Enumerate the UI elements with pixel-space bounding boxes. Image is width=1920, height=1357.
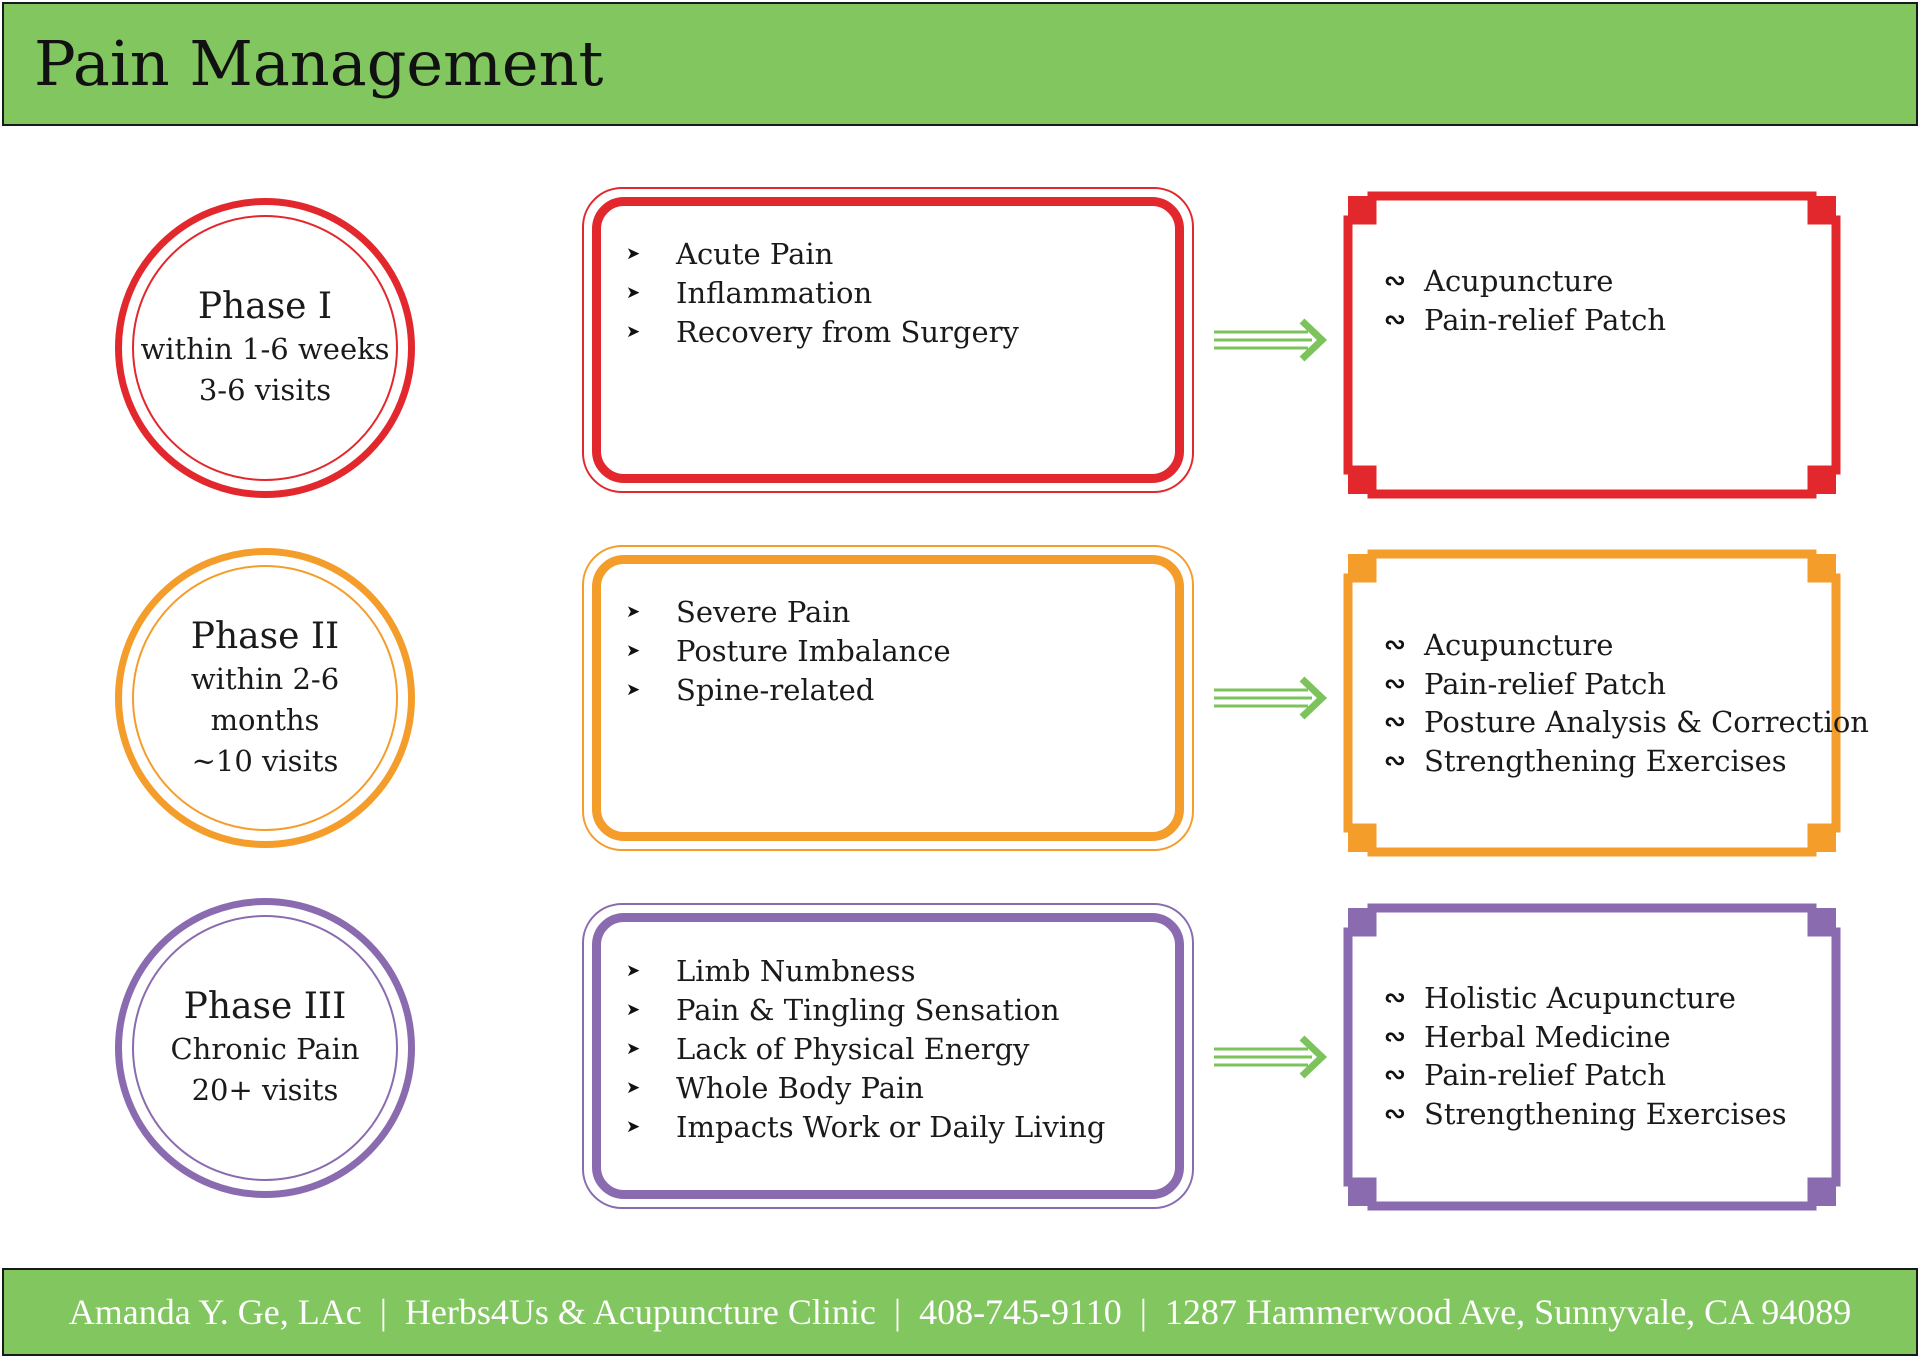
chevron-right-icon: ➤ bbox=[626, 641, 641, 661]
list-item: ∾Pain-relief Patch bbox=[1384, 1056, 1787, 1095]
list-item: ➤Recovery from Surgery bbox=[626, 313, 1019, 352]
list-item: ∾Acupuncture bbox=[1384, 626, 1869, 665]
list-item: ➤Posture Imbalance bbox=[626, 632, 951, 671]
conditions-list: ➤Severe Pain ➤Posture Imbalance ➤Spine-r… bbox=[626, 593, 951, 710]
phase-duration: within 1-6 weeks bbox=[140, 332, 390, 366]
swirl-icon: ∾ bbox=[1384, 304, 1406, 335]
page-title: Pain Management bbox=[34, 27, 604, 100]
list-item: ➤Whole Body Pain bbox=[626, 1069, 1105, 1108]
chevron-right-icon: ➤ bbox=[626, 1000, 641, 1020]
footer-bar: Amanda Y. Ge, LAc | Herbs4Us & Acupunctu… bbox=[2, 1268, 1918, 1356]
phase-name: Phase II bbox=[190, 615, 340, 657]
double-arrow-right-icon bbox=[1214, 318, 1328, 362]
conditions-box-1: ➤Acute Pain ➤Inflammation ➤Recovery from… bbox=[582, 187, 1194, 493]
phase-visits: 20+ visits bbox=[191, 1073, 339, 1107]
double-arrow-right-icon bbox=[1214, 1035, 1328, 1079]
footer-contact: Amanda Y. Ge, LAc | Herbs4Us & Acupunctu… bbox=[4, 1270, 1916, 1354]
list-item: ➤Impacts Work or Daily Living bbox=[626, 1108, 1105, 1147]
chevron-right-icon: ➤ bbox=[626, 602, 641, 622]
clinic-address: 1287 Hammerwood Ave, Sunnyvale, CA 94089 bbox=[1164, 1292, 1852, 1332]
treatments-frame bbox=[1343, 191, 1841, 499]
phase-circle-2: Phase II within 2-6 months ~10 visits bbox=[115, 548, 415, 848]
treatments-frame bbox=[1343, 903, 1841, 1211]
conditions-list: ➤Limb Numbness ➤Pain & Tingling Sensatio… bbox=[626, 952, 1105, 1147]
treatments-box-3: ∾Holistic Acupuncture ∾Herbal Medicine ∾… bbox=[1342, 902, 1842, 1212]
phase-duration: Chronic Pain bbox=[170, 1032, 360, 1066]
footer-separator: | bbox=[379, 1292, 387, 1332]
chevron-right-icon: ➤ bbox=[626, 322, 641, 342]
swirl-icon: ∾ bbox=[1384, 745, 1406, 776]
treatments-frame bbox=[1343, 549, 1841, 857]
chevron-right-icon: ➤ bbox=[626, 961, 641, 981]
list-item: ∾Holistic Acupuncture bbox=[1384, 979, 1787, 1018]
treatments-box-1: ∾Acupuncture ∾Pain-relief Patch bbox=[1342, 190, 1842, 500]
list-item: ∾Herbal Medicine bbox=[1384, 1018, 1787, 1057]
phase-visits: ~10 visits bbox=[191, 743, 339, 778]
swirl-icon: ∾ bbox=[1384, 266, 1406, 296]
chevron-right-icon: ➤ bbox=[626, 1117, 641, 1137]
list-item: ➤Spine-related bbox=[626, 671, 951, 710]
conditions-box-3: ➤Limb Numbness ➤Pain & Tingling Sensatio… bbox=[582, 903, 1194, 1209]
list-item: ∾Pain-relief Patch bbox=[1384, 665, 1869, 704]
header-bar: Pain Management bbox=[2, 2, 1918, 126]
swirl-icon: ∾ bbox=[1384, 1021, 1406, 1052]
list-item: ➤Severe Pain bbox=[626, 593, 951, 632]
double-arrow-right-icon bbox=[1214, 676, 1328, 720]
phase-duration: within 2-6 months bbox=[190, 661, 340, 737]
list-item: ∾Strengthening Exercises bbox=[1384, 742, 1869, 781]
footer-separator: | bbox=[893, 1292, 902, 1332]
phase-visits: 3-6 visits bbox=[198, 373, 332, 407]
practitioner-name: Amanda Y. Ge, LAc bbox=[68, 1292, 362, 1332]
list-item: ➤Pain & Tingling Sensation bbox=[626, 991, 1105, 1030]
list-item: ∾Pain-relief Patch bbox=[1384, 301, 1666, 340]
list-item: ∾Acupuncture bbox=[1384, 262, 1666, 301]
treatments-list: ∾Holistic Acupuncture ∾Herbal Medicine ∾… bbox=[1384, 979, 1787, 1133]
chevron-right-icon: ➤ bbox=[626, 244, 641, 264]
chevron-right-icon: ➤ bbox=[626, 283, 641, 303]
footer-separator: | bbox=[1139, 1292, 1147, 1332]
conditions-box-2: ➤Severe Pain ➤Posture Imbalance ➤Spine-r… bbox=[582, 545, 1194, 851]
phase-circle-3: Phase III Chronic Pain 20+ visits bbox=[115, 898, 415, 1198]
chevron-right-icon: ➤ bbox=[626, 1078, 641, 1098]
phase-name: Phase I bbox=[197, 286, 333, 327]
swirl-icon: ∾ bbox=[1384, 707, 1406, 737]
swirl-icon: ∾ bbox=[1384, 1098, 1406, 1129]
treatments-list: ∾Acupuncture ∾Pain-relief Patch bbox=[1384, 262, 1666, 339]
list-item: ➤Limb Numbness bbox=[626, 952, 1105, 991]
swirl-icon: ∾ bbox=[1384, 630, 1406, 660]
swirl-icon: ∾ bbox=[1384, 983, 1406, 1013]
list-item: ➤Lack of Physical Energy bbox=[626, 1030, 1105, 1069]
phase-name: Phase III bbox=[183, 986, 347, 1027]
swirl-icon: ∾ bbox=[1384, 668, 1406, 699]
conditions-list: ➤Acute Pain ➤Inflammation ➤Recovery from… bbox=[626, 235, 1019, 352]
clinic-name: Herbs4Us & Acupuncture Clinic bbox=[404, 1292, 876, 1332]
treatments-list: ∾Acupuncture ∾Pain-relief Patch ∾Posture… bbox=[1384, 626, 1869, 780]
treatments-box-2: ∾Acupuncture ∾Pain-relief Patch ∾Posture… bbox=[1342, 548, 1869, 858]
phase-circle-1: Phase I within 1-6 weeks 3-6 visits bbox=[115, 198, 415, 498]
list-item: ➤Acute Pain bbox=[626, 235, 1019, 274]
list-item: ➤Inflammation bbox=[626, 274, 1019, 313]
swirl-icon: ∾ bbox=[1384, 1060, 1406, 1090]
clinic-phone: 408-745-9110 bbox=[919, 1292, 1122, 1332]
chevron-right-icon: ➤ bbox=[626, 1039, 641, 1059]
chevron-right-icon: ➤ bbox=[626, 680, 641, 700]
list-item: ∾Posture Analysis & Correction bbox=[1384, 703, 1869, 742]
list-item: ∾Strengthening Exercises bbox=[1384, 1095, 1787, 1134]
